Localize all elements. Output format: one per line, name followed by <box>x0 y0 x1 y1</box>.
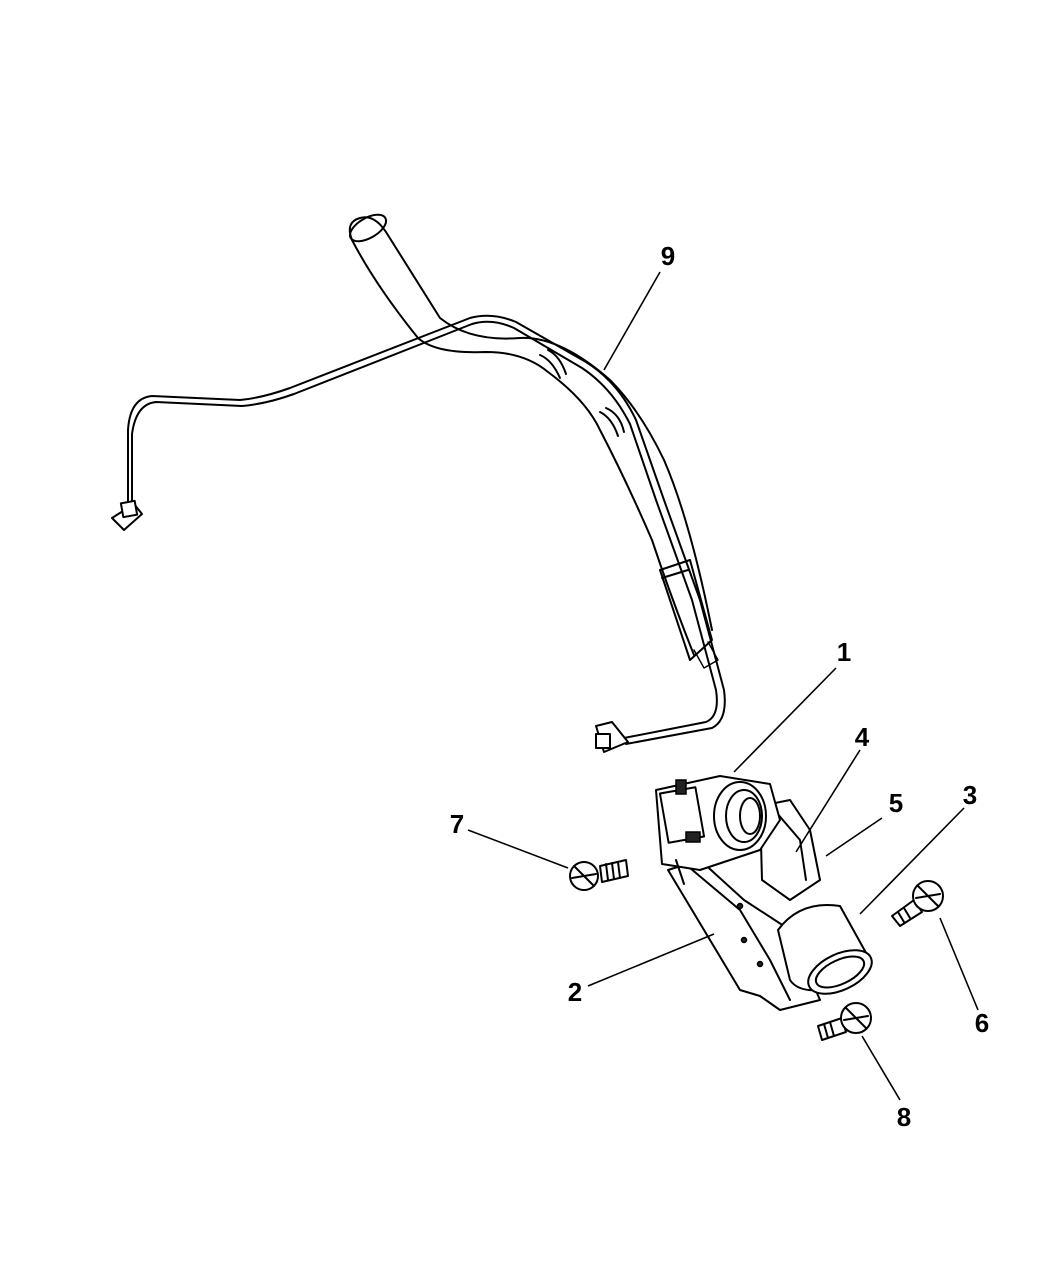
bolt-6 <box>891 880 944 927</box>
leader-6 <box>939 917 979 1011</box>
leader-3 <box>859 807 965 915</box>
leader-lines <box>467 271 979 1101</box>
callout-5: 5 <box>888 788 904 818</box>
leader-8 <box>861 1035 901 1101</box>
leader-1 <box>733 667 837 773</box>
callout-3: 3 <box>962 780 978 810</box>
leader-9 <box>603 271 661 371</box>
callout-7: 7 <box>449 809 465 839</box>
callout-1: 1 <box>836 637 852 667</box>
callout-6: 6 <box>974 1008 990 1038</box>
leader-4 <box>795 749 861 853</box>
hose-assembly <box>111 213 726 753</box>
leader-5 <box>825 817 883 857</box>
callout-4: 4 <box>854 722 870 752</box>
bolt-7 <box>569 859 629 891</box>
filler-housing-assembly <box>655 775 873 1011</box>
callout-9: 9 <box>660 241 676 271</box>
bolt-8 <box>817 1002 872 1041</box>
leader-7 <box>467 829 569 869</box>
callout-2: 2 <box>567 977 583 1007</box>
leader-2 <box>587 933 715 987</box>
callout-8: 8 <box>896 1102 912 1132</box>
